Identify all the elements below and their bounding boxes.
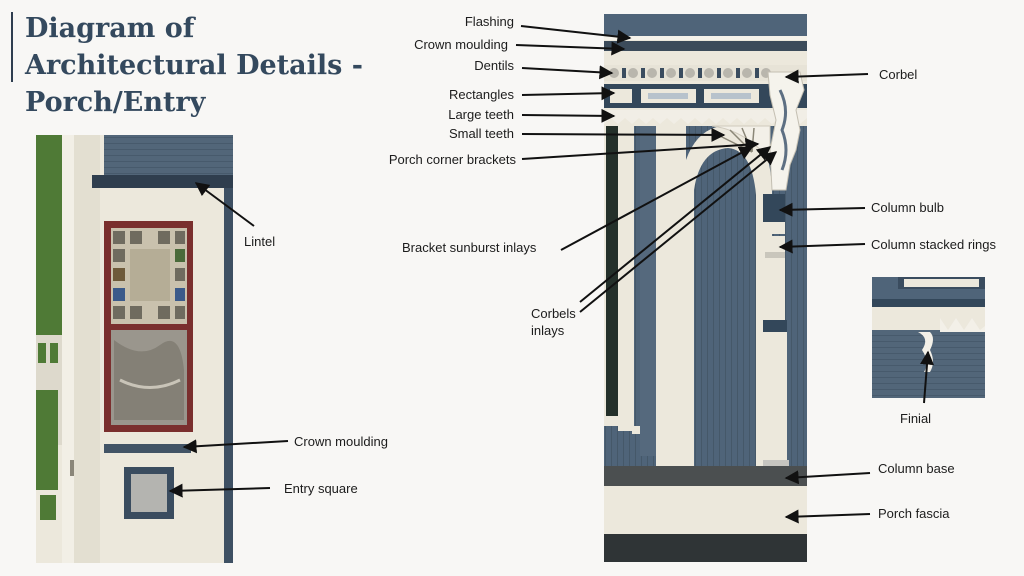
label-dentils: Dentils [474,58,514,73]
label-rectangles: Rectangles [448,87,514,102]
label-large-teeth: Large teeth [448,107,514,122]
entry-door-panel [36,135,233,563]
label-entry-square: Entry square [284,481,358,496]
label-crown-moulding-entry: Crown moulding [294,434,388,449]
label-lintel: Lintel [244,234,276,249]
callout-arrows [168,25,934,524]
label-column-base: Column base [878,461,955,476]
label-corbels: Corbels [531,306,576,321]
label-corbels-inlays: inlays [531,323,565,338]
label-column-stacked-rings: Column stacked rings [871,237,996,252]
title-accent-bar [11,12,13,82]
label-bracket-sunburst-inlays: Bracket sunburst inlays [402,240,537,255]
label-column-bulb: Column bulb [871,200,944,215]
label-porch-corner-brackets: Porch corner brackets [388,152,516,167]
label-porch-fascia: Porch fascia [878,506,950,521]
finial-inset [872,277,985,398]
label-corbel: Corbel [879,67,918,82]
label-finial: Finial [900,411,932,426]
porch-column-panel [604,14,807,562]
label-flashing: Flashing [464,14,514,29]
label-crown-moulding: Crown moulding [414,37,508,52]
page-title: Diagram of Architectural Details - Porch… [25,13,363,118]
label-small-teeth: Small teeth [448,126,514,141]
